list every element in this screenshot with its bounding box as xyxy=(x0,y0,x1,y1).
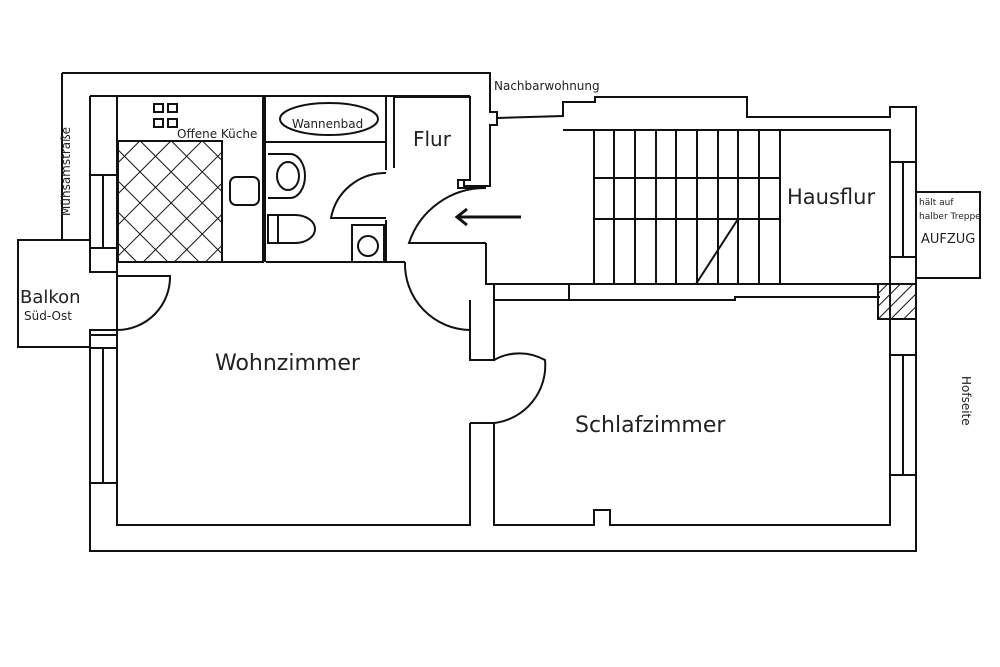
shaft-hatch xyxy=(877,283,917,320)
entrance-arrow-icon xyxy=(454,207,521,227)
label-bath: Wannenbad xyxy=(292,117,363,131)
label-balcony-orientation: Süd-Ost xyxy=(24,309,72,323)
window-left-top xyxy=(89,174,118,249)
tile-floor xyxy=(117,140,223,263)
label-street: Mühsamstraße xyxy=(59,127,73,216)
toilet-icon xyxy=(268,153,306,199)
kitchen xyxy=(116,95,264,263)
balcony xyxy=(17,239,172,348)
bathroom xyxy=(266,95,387,263)
label-hall: Flur xyxy=(413,127,452,151)
label-living-room: Wohnzimmer xyxy=(215,351,361,376)
bedroom-door-swing xyxy=(470,352,547,424)
bath-door-swing xyxy=(329,171,387,219)
sink-icon xyxy=(229,176,260,206)
bidet-icon xyxy=(267,214,316,244)
label-balcony: Balkon xyxy=(20,287,81,308)
elevator xyxy=(915,191,981,279)
bathtub-icon xyxy=(279,102,379,136)
stove-icon xyxy=(153,103,178,128)
label-courtyard: Hofseite xyxy=(959,376,973,426)
washing-machine-icon xyxy=(351,224,385,263)
label-stairwell: Hausflur xyxy=(787,185,875,209)
elevator-note-2: halber Treppe xyxy=(919,212,981,222)
label-kitchen: Offene Küche xyxy=(177,127,257,141)
label-neighbor-apartment: Nachbarwohnung xyxy=(494,79,600,93)
label-elevator: AUFZUG xyxy=(921,232,975,247)
window-right-top xyxy=(889,161,917,258)
window-right-bottom xyxy=(889,354,917,476)
label-bedroom: Schlafzimmer xyxy=(575,413,726,438)
staircase xyxy=(493,129,890,301)
elevator-note-1: hält auf xyxy=(919,198,954,208)
window-left-bottom xyxy=(89,347,118,484)
